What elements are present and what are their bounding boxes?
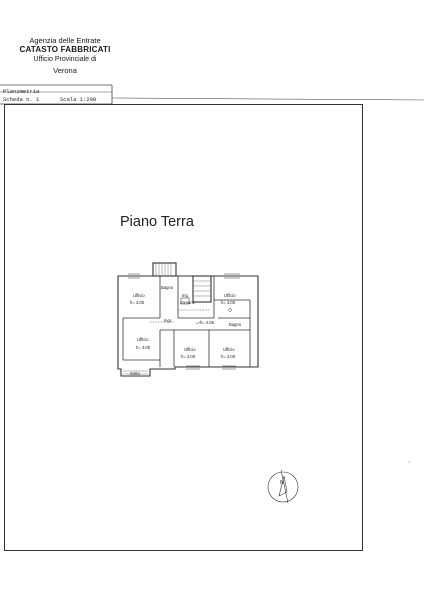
room-ingresso: Ingr. [164,318,173,323]
agency-name: Agenzia delle Entrate [29,36,101,45]
room-ufficio-5: Ufficio [223,347,235,352]
floor-title: Piano Terra [120,214,194,230]
room-ufficio-4-height: h= 3.00 [181,354,196,359]
room-ufficio-2: Ufficio [224,293,236,298]
room-ufficio-2-height: h= 3.00 [221,300,236,305]
compass-north-label: N [280,480,284,486]
corridor-height: h= 2.65 [200,320,215,325]
room-ufficio-3-height: h= 3.00 [136,345,151,350]
room-ingresso-comune-sub: comune [180,300,195,305]
drawing-frame [4,104,363,551]
room-ufficio-4: Ufficio [184,347,196,352]
room-ufficio-5-height: h= 3.00 [221,354,236,359]
cadastre-title: CATASTO FABBRICATI [19,45,111,54]
room-ufficio-1-height: h= 3.00 [130,300,145,305]
room-ufficio-3: Ufficio [137,337,149,342]
room-bagno-2: Bagno [229,322,242,327]
sheet-number: Scheda n. 1 [3,96,40,103]
form-type: Planimetria [3,88,40,95]
office-name: Ufficio Provinciale di [33,56,97,63]
office-city: Verona [53,66,77,75]
room-ufficio-1: Ufficio [133,293,145,298]
room-bagno-1: Bagno [161,285,174,290]
scale: Scala 1:200 [60,96,97,103]
room-sotto: Sotto [130,371,140,376]
room-ingresso-comune: Ing. [182,293,189,298]
